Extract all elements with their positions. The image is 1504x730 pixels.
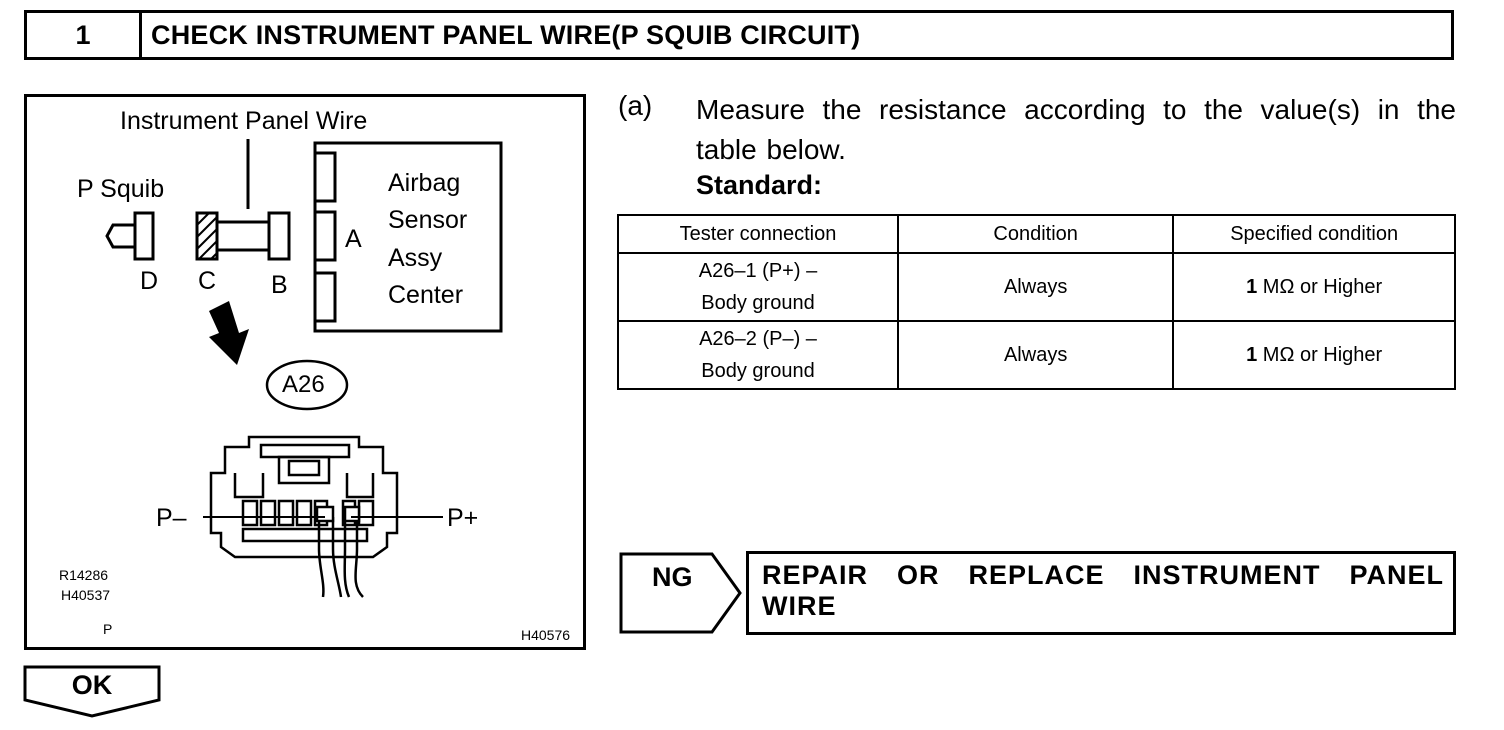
connection-line-1: A26–1 (P+) – <box>698 260 818 282</box>
pin-p-minus-marker <box>315 505 335 523</box>
connector-id-label: A26 <box>282 371 325 398</box>
pin-wires <box>317 517 364 598</box>
sensor-connector-slot <box>313 271 337 323</box>
connector-d-label: D <box>140 267 159 295</box>
connector-face-icon <box>209 435 399 559</box>
instrument-panel-wire-label: Instrument Panel Wire <box>120 107 368 135</box>
wiring-diagram <box>105 139 503 598</box>
table-header-row: Tester connection Condition Specified co… <box>617 214 1456 254</box>
ng-action-text: REPAIR OR REPLACE INSTRUMENT PANEL WIRE <box>762 560 1444 621</box>
condition-cell: Always <box>896 252 1175 322</box>
airbag-sensor-line-3: Assy <box>388 244 443 272</box>
column-header: Tester connection <box>617 214 899 254</box>
connector-id-ellipse <box>265 359 349 411</box>
spec-unit: MΩ or Higher <box>1257 276 1383 298</box>
instrument-panel-wire <box>215 220 271 252</box>
specified-condition-cell: 1 MΩ or Higher <box>1172 252 1456 322</box>
ng-label: NG <box>652 562 693 592</box>
down-arrow-icon <box>209 301 249 365</box>
column-header: Specified condition <box>1172 214 1456 254</box>
pin-p-plus-marker <box>343 505 361 523</box>
pin-p-minus-label: P– <box>156 504 187 532</box>
column-header: Condition <box>896 214 1175 254</box>
step-sub-label: (a) <box>618 90 653 121</box>
connector-c-label: C <box>198 267 217 295</box>
tester-connection-cell: A26–1 (P+) – Body ground <box>617 252 899 322</box>
connection-line-2: Body ground <box>701 292 815 314</box>
connector-a-label: A <box>345 225 362 253</box>
step-title: CHECK INSTRUMENT PANEL WIRE(P SQUIB CIRC… <box>151 19 861 50</box>
ng-action-box <box>746 551 1456 635</box>
connector-c-hatch <box>196 212 218 260</box>
figure-id: H40576 <box>521 627 571 643</box>
step-instruction: Measure the resistance according to the … <box>696 94 1456 165</box>
wiring-figure: Instrument Panel Wire P Squib D C B A Ai… <box>24 94 586 650</box>
table-row: A26–1 (P+) – Body ground Always 1 MΩ or … <box>617 252 1456 322</box>
ok-arrow-box <box>23 665 161 718</box>
spec-unit: MΩ or Higher <box>1257 344 1383 366</box>
table-row: A26–2 (P–) – Body ground Always 1 MΩ or … <box>617 320 1456 390</box>
ref-code-1: R14286 <box>59 567 109 583</box>
pin-p-plus-label: P+ <box>447 504 479 532</box>
connector-b-label: B <box>271 271 288 299</box>
specified-condition-cell: 1 MΩ or Higher <box>1172 320 1456 390</box>
condition-cell: Always <box>896 320 1175 390</box>
ng-arrow-box <box>619 552 742 634</box>
standard-table: Tester connection Condition Specified co… <box>617 214 1456 390</box>
step-header: 1 CHECK INSTRUMENT PANEL WIRE(P SQUIB CI… <box>24 10 1454 60</box>
connector-d <box>133 211 155 261</box>
sensor-connector-slot <box>313 151 337 203</box>
airbag-sensor-line-4: Center <box>388 281 464 309</box>
airbag-sensor-line-1: Airbag <box>388 169 461 197</box>
p-squib-label: P Squib <box>77 175 165 203</box>
step-number: 1 <box>27 13 142 57</box>
ref-p-label: P <box>103 621 113 637</box>
tester-connection-cell: A26–2 (P–) – Body ground <box>617 320 899 390</box>
connection-line-1: A26–2 (P–) – <box>699 328 817 350</box>
spec-value: 1 <box>1246 276 1258 298</box>
standard-label: Standard: <box>696 170 823 200</box>
spec-value: 1 <box>1246 344 1258 366</box>
sensor-connector-slot <box>313 210 337 262</box>
connector-b <box>267 211 291 261</box>
connection-line-2: Body ground <box>701 360 815 382</box>
ok-label: OK <box>71 670 113 700</box>
ref-code-2: H40537 <box>61 587 111 603</box>
squib-connector-tip <box>105 223 135 249</box>
airbag-sensor-line-2: Sensor <box>388 206 468 234</box>
